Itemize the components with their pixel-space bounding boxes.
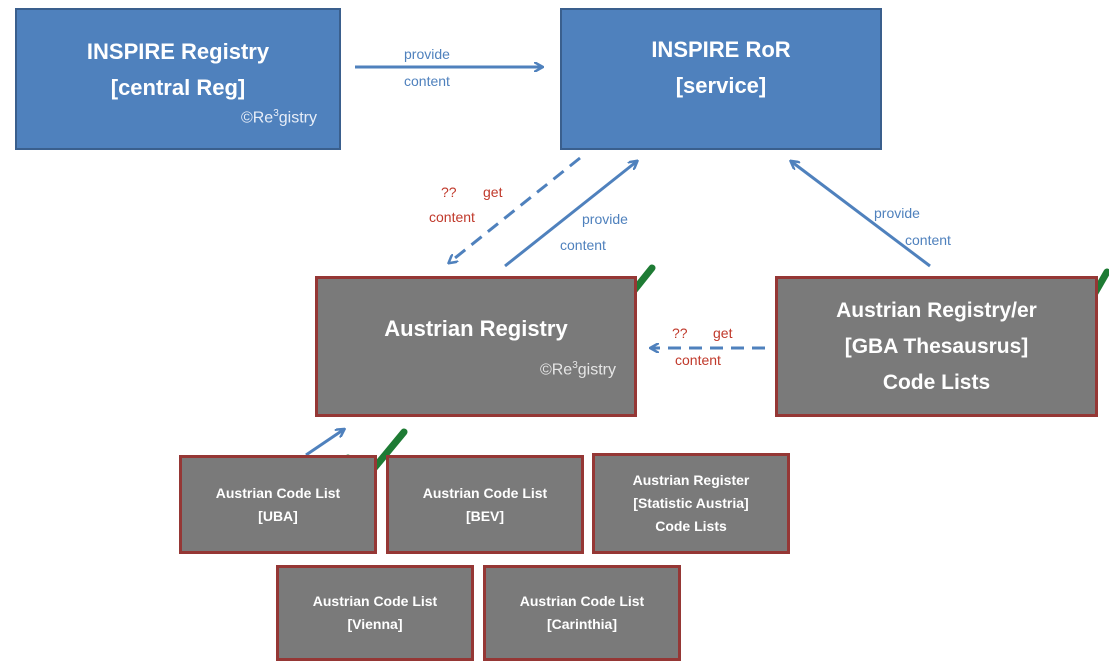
- arrow-austrian-to-ror: [504, 162, 636, 268]
- austrian-registry-er-subtitle: [GBA Thesausrus]: [844, 334, 1029, 358]
- code-list-carinthia-subtitle: [Carinthia]: [547, 616, 617, 632]
- code-list-vienna-title: Austrian Code List: [312, 593, 438, 609]
- register-statistic-title: Austrian Register: [632, 472, 750, 488]
- arrow-uba-to-austrian: [305, 430, 343, 457]
- code-list-uba-subtitle: [UBA]: [258, 507, 298, 524]
- inspire-ror-box: INSPIRE RoR [service]: [560, 8, 882, 150]
- inspire-ror-subtitle: [service]: [675, 73, 767, 98]
- register-statistic-subtitle: [Statistic Austria]: [633, 495, 749, 511]
- label-mid-provide: provide: [582, 211, 628, 227]
- label-side-get: get: [713, 325, 733, 341]
- inspire-ror-title: INSPIRE RoR: [651, 37, 791, 62]
- label-right-content: content: [905, 232, 951, 248]
- register-statistic-box: Austrian Register [Statistic Austria] Co…: [592, 453, 790, 554]
- arrow-gba-to-ror: [792, 162, 931, 268]
- austrian-registry-copyright: ©Re3gistry: [539, 359, 616, 378]
- code-list-vienna-subtitle: [Vienna]: [347, 616, 403, 632]
- code-list-uba-title: Austrian Code List: [215, 484, 341, 501]
- register-statistic-code-lists: Code Lists: [655, 518, 727, 534]
- austrian-registry-er-box: Austrian Registry/er [GBA Thesausrus] Co…: [775, 276, 1098, 417]
- inspire-registry-copyright: ©Re3gistry: [240, 107, 317, 126]
- code-list-bev-box: Austrian Code List [BEV]: [386, 455, 584, 554]
- label-mid-question: ??: [441, 184, 457, 200]
- austrian-registry-title: Austrian Registry: [384, 316, 568, 341]
- label-mid-content-blue: content: [560, 237, 606, 253]
- label-mid-get: get: [483, 184, 503, 200]
- arrow-ror-to-austrian-dashed: [450, 156, 581, 262]
- austrian-registry-er-code-lists: Code Lists: [882, 370, 991, 394]
- inspire-registry-subtitle: [central Reg]: [110, 75, 246, 100]
- code-list-carinthia-title: Austrian Code List: [519, 593, 645, 609]
- inspire-registry-title: INSPIRE Registry: [86, 39, 270, 64]
- label-right-provide: provide: [874, 205, 920, 221]
- austrian-registry-box: Austrian Registry ©Re3gistry: [315, 276, 637, 417]
- label-side-content: content: [675, 352, 721, 368]
- label-side-question: ??: [672, 325, 688, 341]
- label-top-provide: provide: [404, 46, 450, 62]
- code-list-bev-title: Austrian Code List: [422, 484, 548, 501]
- code-list-bev-subtitle: [BEV]: [465, 507, 505, 524]
- label-mid-content: content: [429, 209, 475, 225]
- code-list-uba-box: Austrian Code List [UBA]: [179, 455, 377, 554]
- code-list-vienna-box: Austrian Code List [Vienna]: [276, 565, 474, 661]
- code-list-carinthia-box: Austrian Code List [Carinthia]: [483, 565, 681, 661]
- austrian-registry-er-title: Austrian Registry/er: [836, 298, 1037, 322]
- inspire-registry-box: INSPIRE Registry [central Reg] ©Re3gistr…: [15, 8, 341, 150]
- label-top-content: content: [404, 73, 450, 89]
